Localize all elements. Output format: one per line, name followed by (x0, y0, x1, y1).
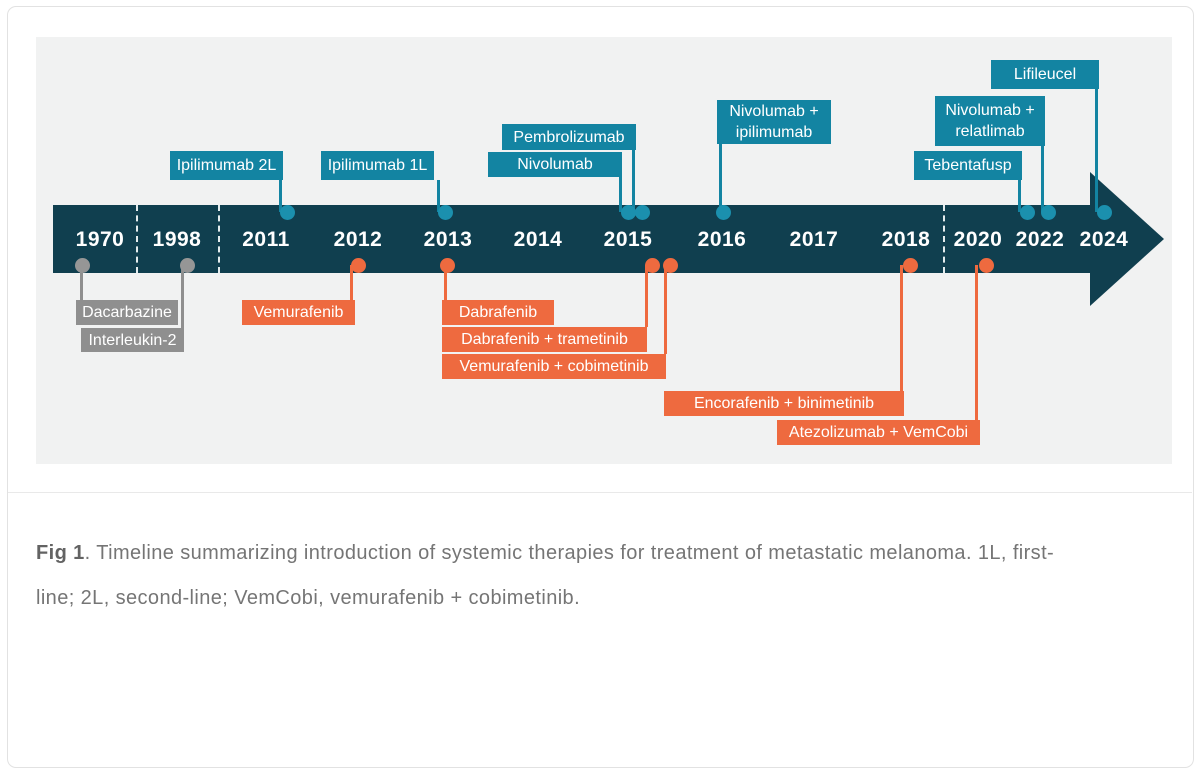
year-label-1970: 1970 (75, 228, 125, 251)
event-dot-pembrolizumab (634, 204, 650, 220)
event-box-nivolumab: Nivolumab (488, 152, 622, 177)
year-label-2024: 2024 (1079, 228, 1129, 251)
year-label-2017: 2017 (789, 228, 839, 251)
event-connector-ipilimumab-2l (279, 180, 282, 212)
year-label-2018: 2018 (881, 228, 931, 251)
year-label-2014: 2014 (513, 228, 563, 251)
era-separator-line (136, 205, 138, 273)
event-box-dacarbazine: Dacarbazine (76, 300, 178, 325)
caption-text: . Timeline summarizing introduction of s… (36, 542, 1055, 609)
year-label-2016: 2016 (697, 228, 747, 251)
event-dot-tebentafusp (1019, 204, 1035, 220)
event-dot-vemurafenib-cobimetinib (662, 257, 678, 273)
year-label-2011: 2011 (242, 228, 290, 251)
event-box-nivolumab-ipilimumab: Nivolumab + ipilimumab (717, 100, 831, 144)
year-label-2015: 2015 (603, 228, 653, 251)
event-dot-ipilimumab-2l (279, 204, 295, 220)
year-label-2022: 2022 (1015, 228, 1065, 251)
event-connector-atezolizumab-vemcobi (975, 265, 978, 420)
event-connector-dabrafenib-trametinib (645, 265, 648, 327)
event-box-vemurafenib: Vemurafenib (242, 300, 355, 325)
event-connector-nivolumab-ipilimumab (719, 144, 722, 212)
event-connector-vemurafenib (350, 265, 353, 300)
year-label-1998: 1998 (152, 228, 202, 251)
event-box-vemurafenib-cobimetinib: Vemurafenib + cobimetinib (442, 354, 666, 379)
event-dot-ipilimumab-1l (437, 204, 453, 220)
event-connector-pembrolizumab (632, 150, 635, 212)
event-box-dabrafenib-trametinib: Dabrafenib + trametinib (442, 327, 647, 352)
event-connector-vemurafenib-cobimetinib (664, 265, 667, 354)
event-box-dabrafenib: Dabrafenib (442, 300, 554, 325)
event-dot-dabrafenib (439, 257, 455, 273)
event-box-atezolizumab-vemcobi: Atezolizumab + VemCobi (777, 420, 980, 445)
event-connector-lifileucel (1095, 89, 1098, 212)
caption-divider (8, 492, 1192, 493)
timeline-arrow-icon (1090, 172, 1164, 306)
year-label-2012: 2012 (333, 228, 383, 251)
event-dot-dacarbazine (74, 257, 90, 273)
event-box-ipilimumab-1l: Ipilimumab 1L (321, 151, 434, 180)
event-dot-encorafenib-binimetinib (902, 257, 918, 273)
event-connector-dabrafenib (444, 265, 447, 300)
event-connector-encorafenib-binimetinib (900, 265, 903, 391)
figure-caption: Fig 1. Timeline summarizing introduction… (36, 531, 1091, 621)
event-connector-nivolumab-relatlimab (1041, 146, 1044, 212)
event-dot-nivolumab-relatlimab (1040, 204, 1056, 220)
year-label-2013: 2013 (423, 228, 473, 251)
event-dot-lifileucel (1096, 204, 1112, 220)
event-box-nivolumab-relatlimab: Nivolumab + relatlimab (935, 96, 1045, 146)
event-dot-dabrafenib-trametinib (644, 257, 660, 273)
era-separator-line (943, 205, 945, 273)
event-box-ipilimumab-2l: Ipilimumab 2L (170, 151, 283, 180)
event-dot-nivolumab-ipilimumab (715, 204, 731, 220)
event-connector-dacarbazine (80, 265, 83, 300)
event-box-lifileucel: Lifileucel (991, 60, 1099, 89)
event-connector-nivolumab (619, 177, 622, 212)
event-dot-interleukin-2 (179, 257, 195, 273)
event-box-encorafenib-binimetinib: Encorafenib + binimetinib (664, 391, 904, 416)
event-connector-ipilimumab-1l (437, 180, 440, 212)
event-box-pembrolizumab: Pembrolizumab (502, 124, 636, 150)
event-dot-atezolizumab-vemcobi (978, 257, 994, 273)
event-box-interleukin-2: Interleukin-2 (81, 328, 184, 352)
event-connector-interleukin-2 (181, 265, 184, 328)
year-label-2020: 2020 (953, 228, 1003, 251)
caption-figure-label: Fig 1 (36, 542, 85, 564)
event-dot-vemurafenib (350, 257, 366, 273)
event-dot-nivolumab (620, 204, 636, 220)
event-box-tebentafusp: Tebentafusp (914, 151, 1022, 180)
event-connector-tebentafusp (1018, 180, 1021, 212)
era-separator-line (218, 205, 220, 273)
